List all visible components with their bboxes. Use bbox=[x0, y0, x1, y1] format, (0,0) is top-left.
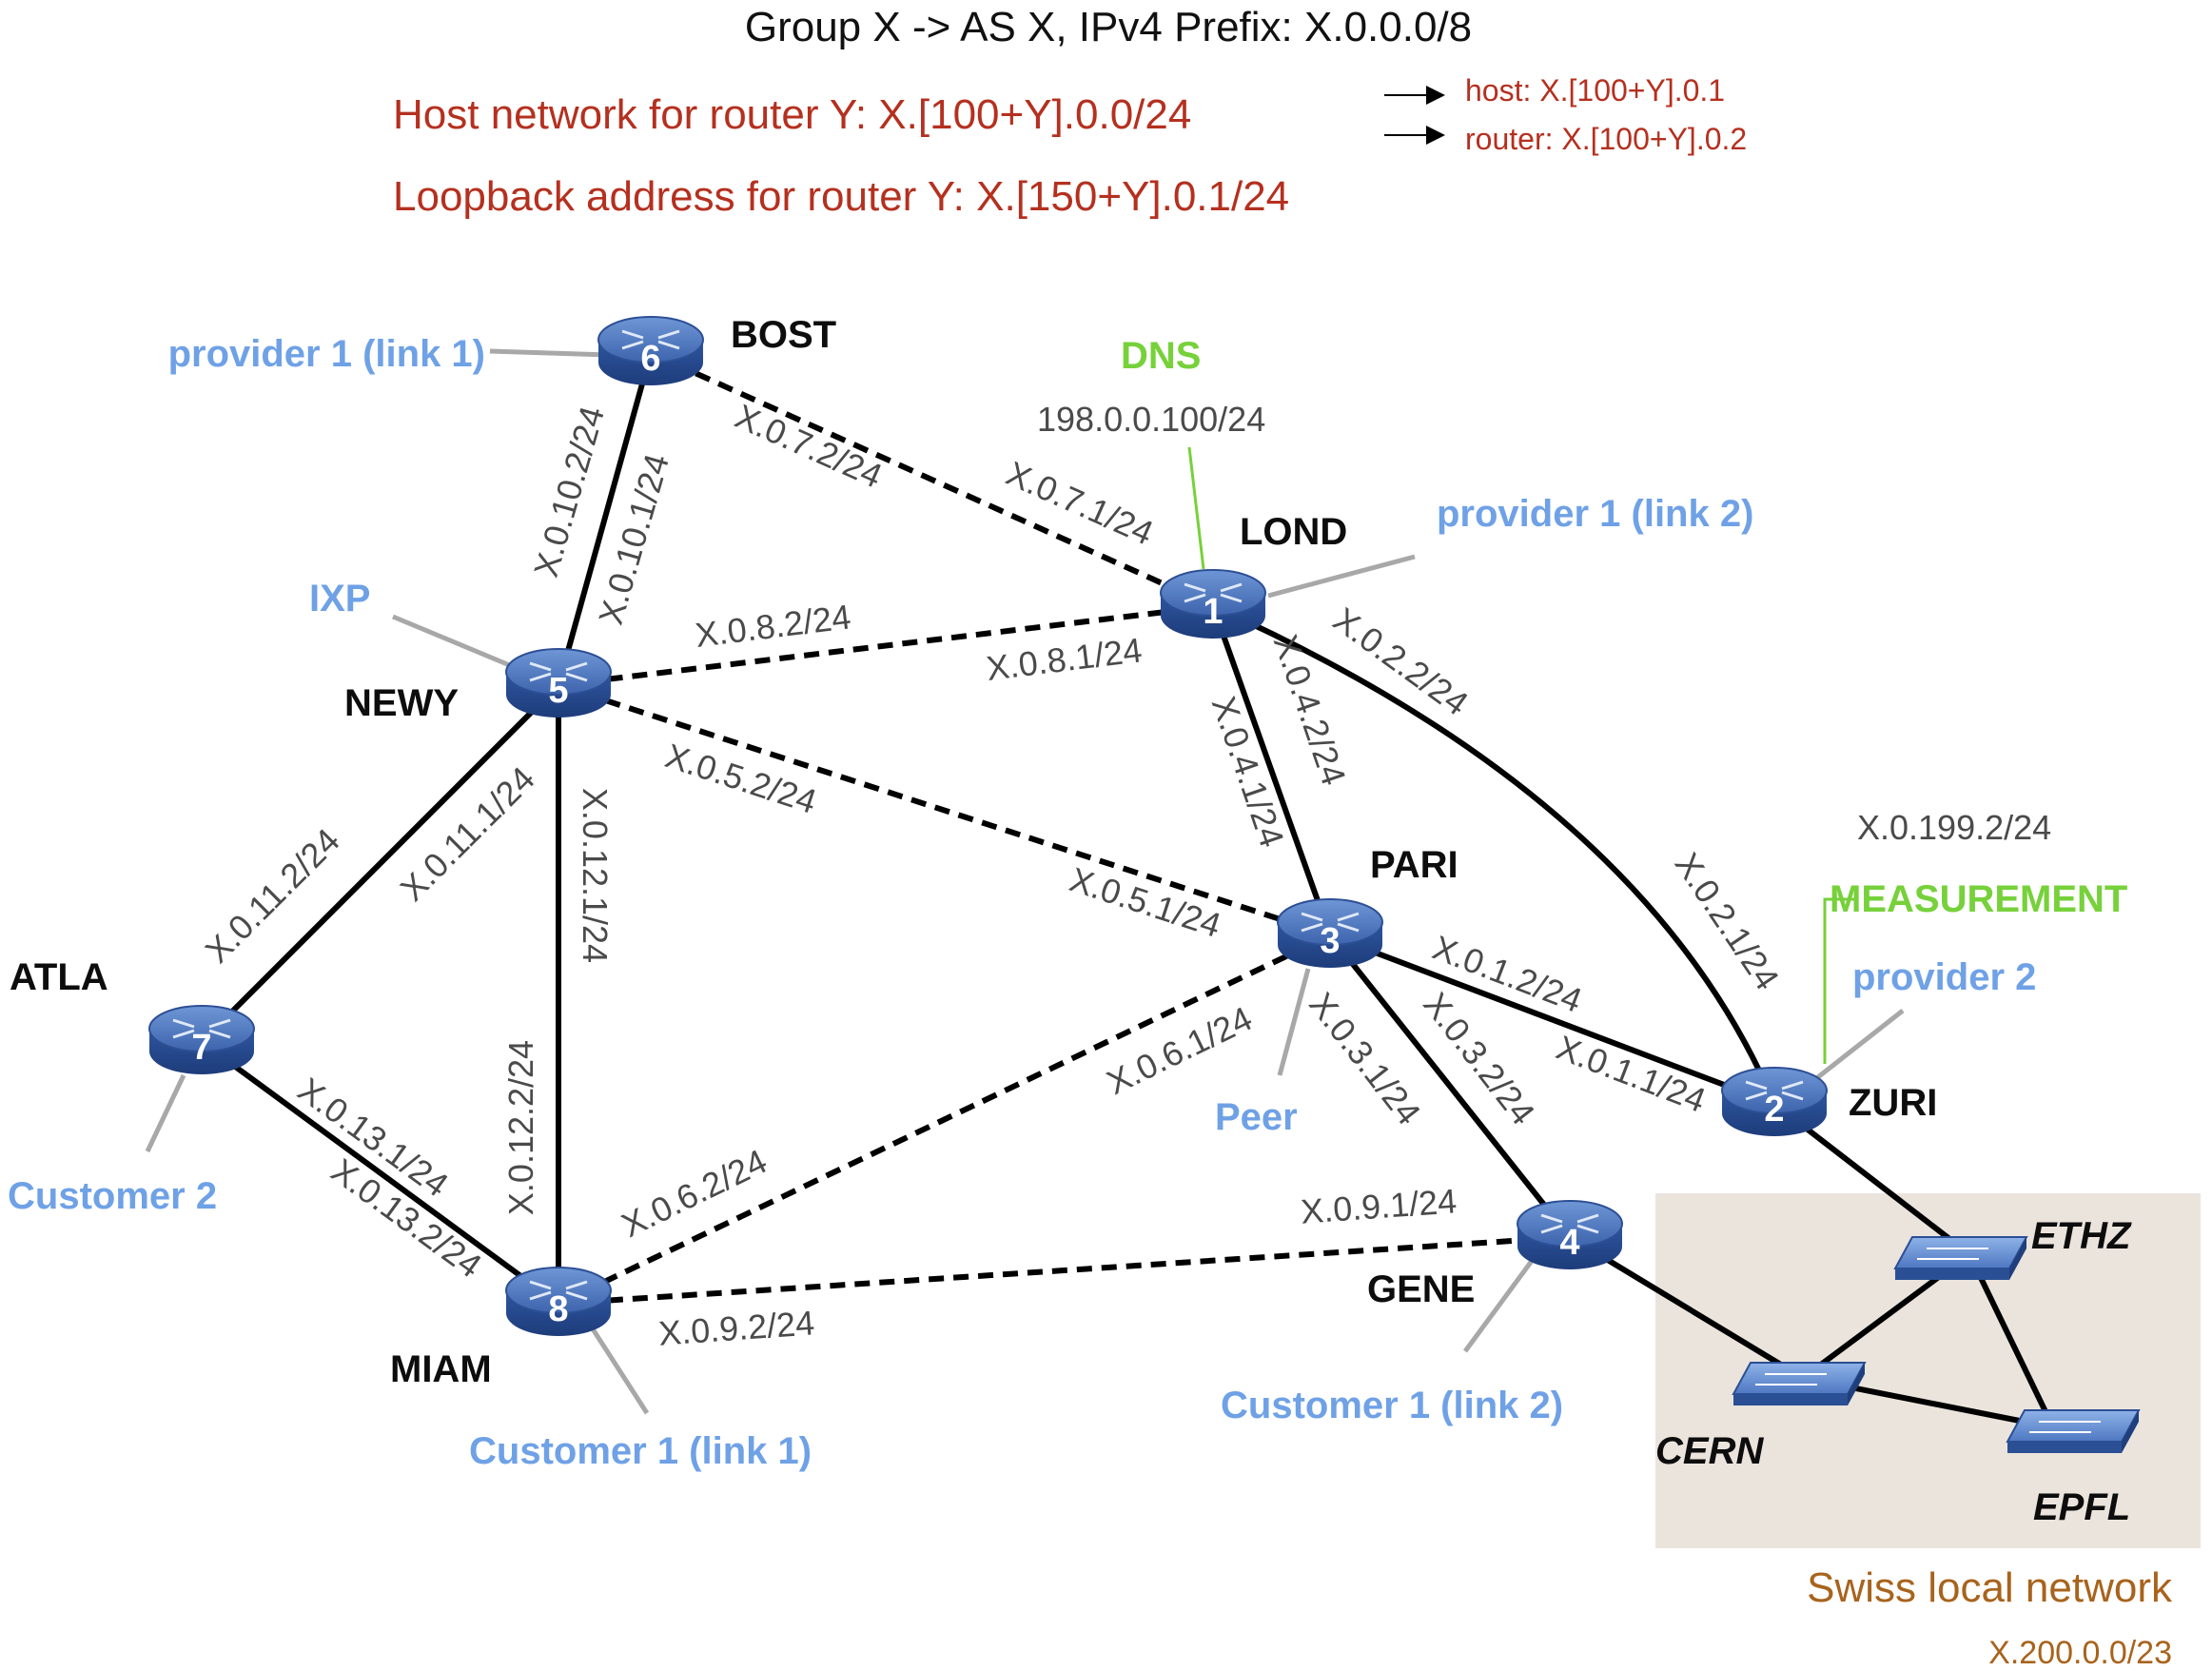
link-label: X.0.6.2/24 bbox=[616, 1141, 773, 1245]
link-label: X.0.9.2/24 bbox=[657, 1303, 816, 1352]
router-1: 1 bbox=[1160, 569, 1266, 639]
link-label: X.0.9.1/24 bbox=[1300, 1181, 1458, 1230]
switch-name-cern: CERN bbox=[1655, 1430, 1764, 1472]
ixp-label: IXP bbox=[309, 578, 370, 619]
link-label: X.0.6.1/24 bbox=[1101, 998, 1259, 1102]
switch-name-epfl: EPFL bbox=[2033, 1486, 2130, 1528]
peer-label: Peer bbox=[1215, 1096, 1298, 1138]
router-name-zuri: ZURI bbox=[1849, 1082, 1937, 1124]
router-5: 5 bbox=[505, 648, 612, 718]
external-stubs bbox=[145, 348, 1905, 1415]
link-5-7 bbox=[199, 682, 561, 1045]
router-name-gene: GENE bbox=[1367, 1268, 1475, 1310]
link-8-3 bbox=[557, 933, 1332, 1307]
dns-address: 198.0.0.100/24 bbox=[1037, 400, 1265, 439]
link-ethz-epfl bbox=[1967, 1252, 2056, 1429]
link-1-2 bbox=[1211, 603, 1777, 1106]
link-3-4 bbox=[1327, 934, 1573, 1239]
dns-label: DNS bbox=[1121, 335, 1201, 377]
router-name-atla: ATLA bbox=[10, 956, 108, 998]
link-label: X.0.4.2/24 bbox=[1266, 630, 1354, 791]
router-8: 8 bbox=[505, 1267, 612, 1336]
switch-name-ethz: ETHZ bbox=[2031, 1215, 2132, 1257]
switch-cern bbox=[1732, 1362, 1867, 1406]
switch-ethz bbox=[1893, 1236, 2028, 1280]
router-7: 7 bbox=[148, 1005, 255, 1074]
router-number: 8 bbox=[548, 1289, 568, 1329]
link-label: X.0.4.1/24 bbox=[1204, 692, 1292, 853]
router-4: 4 bbox=[1517, 1200, 1623, 1269]
link-label: X.0.3.1/24 bbox=[1302, 985, 1428, 1132]
router-number: 4 bbox=[1559, 1223, 1579, 1263]
router-number: 6 bbox=[640, 339, 660, 379]
router-number: 7 bbox=[191, 1028, 211, 1068]
provider1-link2-label: provider 1 (link 2) bbox=[1437, 493, 1753, 535]
router-name-newy: NEWY bbox=[344, 682, 459, 724]
router-number: 3 bbox=[1320, 921, 1340, 961]
router-2: 2 bbox=[1721, 1067, 1828, 1136]
link-label: X.0.10.2/24 bbox=[526, 402, 612, 580]
swiss-network-prefix: X.200.0.0/23 bbox=[1988, 1635, 2172, 1671]
customer1-link1-label: Customer 1 (link 1) bbox=[469, 1430, 812, 1472]
link-label: X.0.5.1/24 bbox=[1065, 859, 1225, 945]
link-label: X.0.11.2/24 bbox=[198, 821, 347, 971]
router-address-note: router: X.[100+Y].0.2 bbox=[1465, 122, 1747, 156]
router-3: 3 bbox=[1277, 898, 1383, 968]
link-label: X.0.2.1/24 bbox=[1667, 846, 1787, 997]
customer1-link2-label: Customer 1 (link 2) bbox=[1221, 1385, 1563, 1426]
link-label: X.0.8.1/24 bbox=[985, 630, 1145, 688]
link-label: X.0.7.2/24 bbox=[730, 396, 889, 495]
switch-epfl bbox=[2006, 1409, 2141, 1453]
green-stubs bbox=[1187, 446, 1855, 1064]
link-label: X.0.11.1/24 bbox=[393, 759, 542, 909]
router-name-miam: MIAM bbox=[390, 1348, 492, 1390]
router-number: 5 bbox=[548, 671, 568, 711]
link-label: X.0.1.1/24 bbox=[1552, 1028, 1712, 1120]
host-network-note: Host network for router Y: X.[100+Y].0.0… bbox=[393, 91, 1191, 138]
measurement-label: MEASUREMENT bbox=[1830, 878, 2127, 920]
loopback-note: Loopback address for router Y: X.[150+Y]… bbox=[393, 173, 1289, 220]
link-5-3 bbox=[558, 682, 1331, 938]
link-label: X.0.10.1/24 bbox=[591, 449, 676, 628]
link-label: X.0.12.2/24 bbox=[501, 1040, 540, 1215]
link-7-8 bbox=[200, 1039, 560, 1307]
link-3-2 bbox=[1328, 933, 1776, 1107]
router-6: 6 bbox=[597, 316, 704, 385]
link-1-3 bbox=[1210, 604, 1333, 937]
router-number: 1 bbox=[1203, 592, 1223, 632]
link-label: X.0.7.1/24 bbox=[1001, 453, 1160, 552]
provider1-link1-label: provider 1 (link 1) bbox=[168, 333, 485, 375]
link-label: X.0.5.2/24 bbox=[660, 736, 821, 821]
link-6-1 bbox=[649, 350, 1215, 609]
link-5-1 bbox=[558, 603, 1214, 688]
router-number: 2 bbox=[1764, 1090, 1784, 1130]
router-name-lond: LOND bbox=[1240, 511, 1347, 553]
swiss-network-title: Swiss local network bbox=[1807, 1564, 2173, 1611]
customer2-label: Customer 2 bbox=[8, 1175, 217, 1217]
link-label: X.0.12.1/24 bbox=[576, 788, 615, 963]
router-name-pari: PARI bbox=[1370, 844, 1458, 886]
measurement-address: X.0.199.2/24 bbox=[1857, 808, 2051, 847]
router-name-bost: BOST bbox=[731, 314, 836, 356]
routers: 1 2 3 4 5 6 7 8 bbox=[148, 316, 1828, 1336]
link-8-4 bbox=[558, 1234, 1571, 1307]
link-6-5 bbox=[556, 352, 654, 686]
diagram-title: Group X -> AS X, IPv4 Prefix: X.0.0.0/8 bbox=[745, 4, 1472, 50]
link-label: X.0.8.2/24 bbox=[694, 597, 853, 655]
host-address-note: host: X.[100+Y].0.1 bbox=[1465, 73, 1725, 108]
provider2-label: provider 2 bbox=[1852, 956, 2036, 998]
